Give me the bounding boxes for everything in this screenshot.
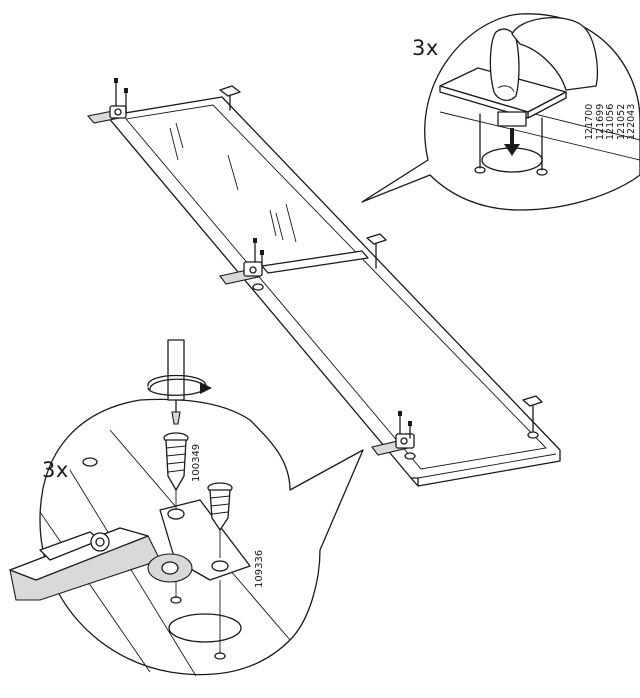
screw-icon [163, 432, 189, 510]
screwdriver-icon [167, 339, 185, 425]
rotation-arrow-icon [147, 374, 212, 396]
part-number: 121056 [605, 103, 616, 140]
top-quantity-label: 3x [412, 36, 439, 60]
bottom-quantity-label: 3x [42, 458, 69, 482]
damper-part-numbers: 121700 121699 121056 121052 122043 [584, 103, 638, 140]
long-screw-part-number: 100349 [191, 443, 202, 482]
door-frame [106, 96, 561, 487]
short-screw-part-number: 109336 [254, 549, 265, 588]
hinge-icon [9, 499, 251, 601]
press-finger-icon [489, 17, 599, 102]
glass-reflection [169, 122, 297, 243]
part-number: 121700 [584, 103, 595, 140]
push-arrow-icon [504, 128, 520, 156]
part-number: 122043 [626, 103, 637, 140]
damper-cap-icon [219, 85, 543, 439]
hinge-icon [86, 78, 416, 460]
screw-icon [207, 482, 233, 558]
